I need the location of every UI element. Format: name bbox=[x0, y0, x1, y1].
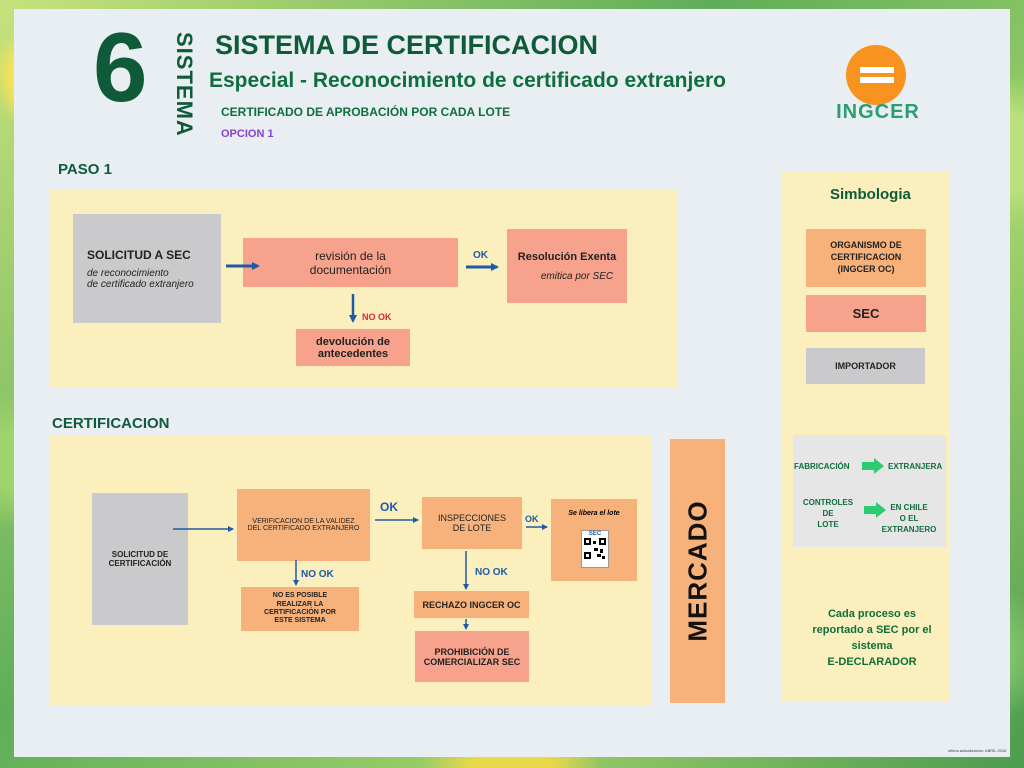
revision-box: revisión de la documentación bbox=[243, 238, 458, 287]
prohibicion-box: PROHIBICIÓN DE COMERCIALIZAR SEC bbox=[415, 631, 529, 682]
verificacion-box: VERIFICACION DE LA VALIDEZ DEL CERTIFICA… bbox=[237, 489, 370, 561]
rechazo-box: RECHAZO INGCER OC bbox=[414, 591, 529, 618]
devolucion-box: devolución de antecedentes bbox=[296, 329, 410, 366]
logo-text: INGCER bbox=[836, 101, 920, 123]
certificate-line: CERTIFICADO DE APROBACIÓN POR CADA LOTE bbox=[221, 105, 511, 119]
solicitud-sec-title: SOLICITUD A SEC bbox=[87, 247, 191, 262]
legend-organismo-line1: ORGANISMO DE bbox=[830, 240, 902, 251]
prohibicion-line2: COMERCIALIZAR SEC bbox=[423, 656, 521, 667]
page-title: SISTEMA DE CERTIFICACION bbox=[215, 30, 599, 60]
qr-code-icon bbox=[584, 538, 606, 559]
legend-organismo-line2: CERTIFICACION bbox=[830, 252, 902, 263]
resolucion-title: Resolución Exenta bbox=[517, 250, 617, 263]
legend-importador-label: IMPORTADOR bbox=[835, 361, 896, 371]
legend-sec-box: SEC bbox=[806, 295, 926, 332]
libera-text: Se libera el lote bbox=[568, 510, 620, 517]
revision-line2: documentación bbox=[309, 262, 392, 277]
option-label: OPCION 1 bbox=[221, 128, 274, 140]
mercado-box: MERCADO bbox=[670, 439, 725, 703]
paso1-ok-label: OK bbox=[473, 250, 488, 261]
legend-nota-line4: E-DECLARADOR bbox=[827, 655, 917, 668]
libera-box: Se libera el lote SEC bbox=[551, 499, 637, 581]
legend-flow-box bbox=[793, 435, 946, 547]
sec-qr-label: SEC bbox=[581, 530, 609, 568]
cert-ok-small-label: OK bbox=[525, 514, 539, 524]
no-posible-line4: ESTE SISTEMA bbox=[274, 617, 326, 625]
simbologia-title: Simbologia bbox=[830, 186, 911, 203]
solicitud-certificacion-box: SOLICITUD DE CERTIFICACIÓN bbox=[92, 493, 188, 625]
page-subtitle: Especial - Reconocimiento de certificado… bbox=[209, 69, 726, 92]
solicitud-sec-line2: de certificado extranjero bbox=[87, 278, 194, 290]
inspecciones-line2: DE LOTE bbox=[452, 523, 492, 533]
legend-organismo-box: ORGANISMO DE CERTIFICACION (INGCER OC) bbox=[806, 229, 926, 287]
certificacion-label: CERTIFICACION bbox=[52, 415, 170, 432]
resolucion-sub: emitica por SEC bbox=[540, 270, 614, 282]
inspecciones-line1: INSPECCIONES bbox=[437, 513, 506, 523]
legend-en-chile-line2: O EL bbox=[899, 514, 919, 524]
paso1-label: PASO 1 bbox=[58, 161, 112, 178]
cert-nook1-label: NO OK bbox=[301, 569, 334, 580]
cert-ok-label: OK bbox=[380, 500, 398, 514]
footnote: última actualización: ABRIL 2016 bbox=[948, 748, 1007, 753]
ingcer-logo: INGCER bbox=[818, 45, 938, 125]
legend-fabricacion: FABRICACIÓN bbox=[794, 462, 850, 471]
prohibicion-line1: PROHIBICIÓN DE bbox=[434, 646, 510, 657]
legend-controles-line3: LOTE bbox=[817, 520, 839, 530]
inspecciones-box: INSPECCIONES DE LOTE bbox=[422, 497, 522, 549]
legend-en-chile-line1: EN CHILE bbox=[890, 503, 928, 512]
no-posible-line2: REALIZAR LA bbox=[276, 600, 324, 608]
verificacion-line2: DEL CERTIFICADO EXTRANJERO bbox=[247, 525, 360, 532]
no-posible-line3: CERTIFICACIÓN POR bbox=[264, 609, 336, 616]
legend-nota-line1: Cada proceso es bbox=[827, 608, 917, 620]
devolucion-line1: devolución de bbox=[316, 335, 390, 348]
legend-importador-box: IMPORTADOR bbox=[806, 348, 925, 384]
verificacion-line1: VERIFICACION DE LA VALIDEZ bbox=[252, 518, 355, 525]
legend-organismo-line3: (INGCER OC) bbox=[837, 263, 895, 274]
legend-nota-line3: sistema bbox=[851, 639, 893, 652]
no-posible-box: NO ES POSIBLE REALIZAR LA CERTIFICACIÓN … bbox=[241, 587, 359, 631]
legend-controles: CONTROLES DE LOTE bbox=[797, 497, 859, 531]
solicitud-sec-line1: de reconocimiento bbox=[87, 267, 169, 279]
legend-en-chile: EN CHILE O EL EXTRANJERO bbox=[876, 502, 942, 536]
no-posible-line1: NO ES POSIBLE bbox=[272, 592, 328, 600]
solicitud-sec-box: SOLICITUD A SEC de reconocimiento de cer… bbox=[73, 214, 221, 323]
legend-controles-line2: DE bbox=[822, 509, 834, 519]
solicitud-cert-line2: CERTIFICACIÓN bbox=[108, 559, 172, 568]
sistema-vertical-label: SISTEMA bbox=[172, 32, 197, 137]
cert-nook2-label: NO OK bbox=[475, 567, 508, 578]
legend-extranjera: EXTRANJERA bbox=[888, 462, 943, 471]
mercado-label: MERCADO bbox=[682, 500, 712, 642]
rechazo-text: RECHAZO INGCER OC bbox=[422, 599, 521, 610]
legend-nota-line2: reportado a SEC por el bbox=[812, 623, 932, 636]
paso1-nook-label: NO OK bbox=[362, 312, 392, 322]
solicitud-cert-line1: SOLICITUD DE bbox=[111, 550, 169, 559]
legend-nota: Cada proceso es reportado a SEC por el s… bbox=[794, 607, 950, 671]
legend-controles-line1: CONTROLES bbox=[802, 498, 854, 507]
devolucion-line2: antecedentes bbox=[317, 347, 389, 360]
ingcer-logo-icon bbox=[846, 45, 906, 105]
resolucion-box: Resolución Exenta emitica por SEC bbox=[507, 229, 627, 303]
system-number: 6 bbox=[93, 12, 148, 122]
revision-line1: revisión de la bbox=[315, 248, 386, 263]
legend-en-chile-line3: EXTRANJERO bbox=[881, 525, 937, 535]
legend-sec-label: SEC bbox=[852, 306, 880, 321]
sec-qr-text: SEC bbox=[588, 531, 602, 537]
